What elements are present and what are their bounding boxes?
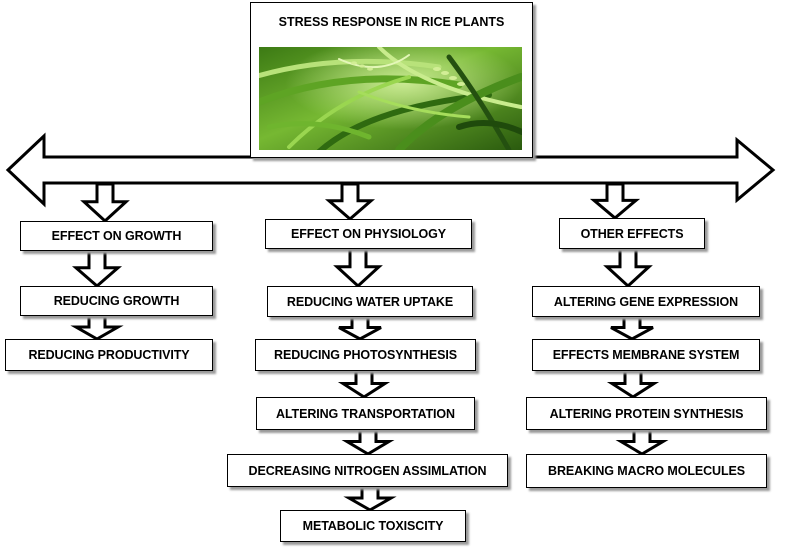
down-arrow-icon [71, 249, 123, 288]
effects-membrane-system-box: EFFECTS MEMBRANE SYSTEM [532, 339, 760, 371]
reducing-photosynthesis-box: REDUCING PHOTOSYNTHESIS [255, 339, 476, 371]
down-arrow-icon [610, 315, 654, 341]
down-arrow-icon [70, 314, 124, 341]
down-arrow-icon [343, 485, 397, 512]
down-arrow-icon [341, 428, 395, 456]
other-effects-box: OTHER EFFECTS [559, 218, 705, 249]
double-arrow-icon [5, 132, 776, 208]
down-arrow-icon [615, 428, 669, 456]
down-arrow-icon [338, 315, 382, 341]
reducing-water-uptake-box: REDUCING WATER UPTAKE [267, 286, 473, 317]
metabolic-toxicity-box: METABOLIC TOXISCITY [280, 510, 466, 542]
down-arrow-icon [333, 247, 383, 289]
altering-protein-synthesis-box: ALTERING PROTEIN SYNTHESIS [526, 397, 767, 430]
down-arrow-icon [80, 182, 130, 224]
diagram-title: STRESS RESPONSE IN RICE PLANTS [278, 15, 505, 29]
altering-transportation-box: ALTERING TRANSPORTATION [256, 397, 475, 430]
down-arrow-icon [589, 182, 641, 220]
breaking-macro-molecules-box: BREAKING MACRO MOLECULES [526, 454, 767, 488]
down-arrow-icon [603, 247, 653, 289]
down-arrow-icon [337, 369, 391, 399]
down-arrow-icon [606, 369, 660, 399]
rice-plants-photo-icon [259, 47, 522, 150]
decreasing-nitrogen-assimilation-box: DECREASING NITROGEN ASSIMLATION [227, 454, 508, 487]
effect-on-physiology-box: EFFECT ON PHYSIOLOGY [265, 219, 472, 249]
title-box: STRESS RESPONSE IN RICE PLANTS [250, 2, 533, 158]
reducing-productivity-box: REDUCING PRODUCTIVITY [5, 339, 213, 371]
reducing-growth-box: REDUCING GROWTH [20, 286, 213, 316]
down-arrow-icon [324, 182, 376, 221]
altering-gene-expression-box: ALTERING GENE EXPRESSION [532, 286, 760, 317]
effect-on-growth-box: EFFECT ON GROWTH [20, 221, 213, 251]
